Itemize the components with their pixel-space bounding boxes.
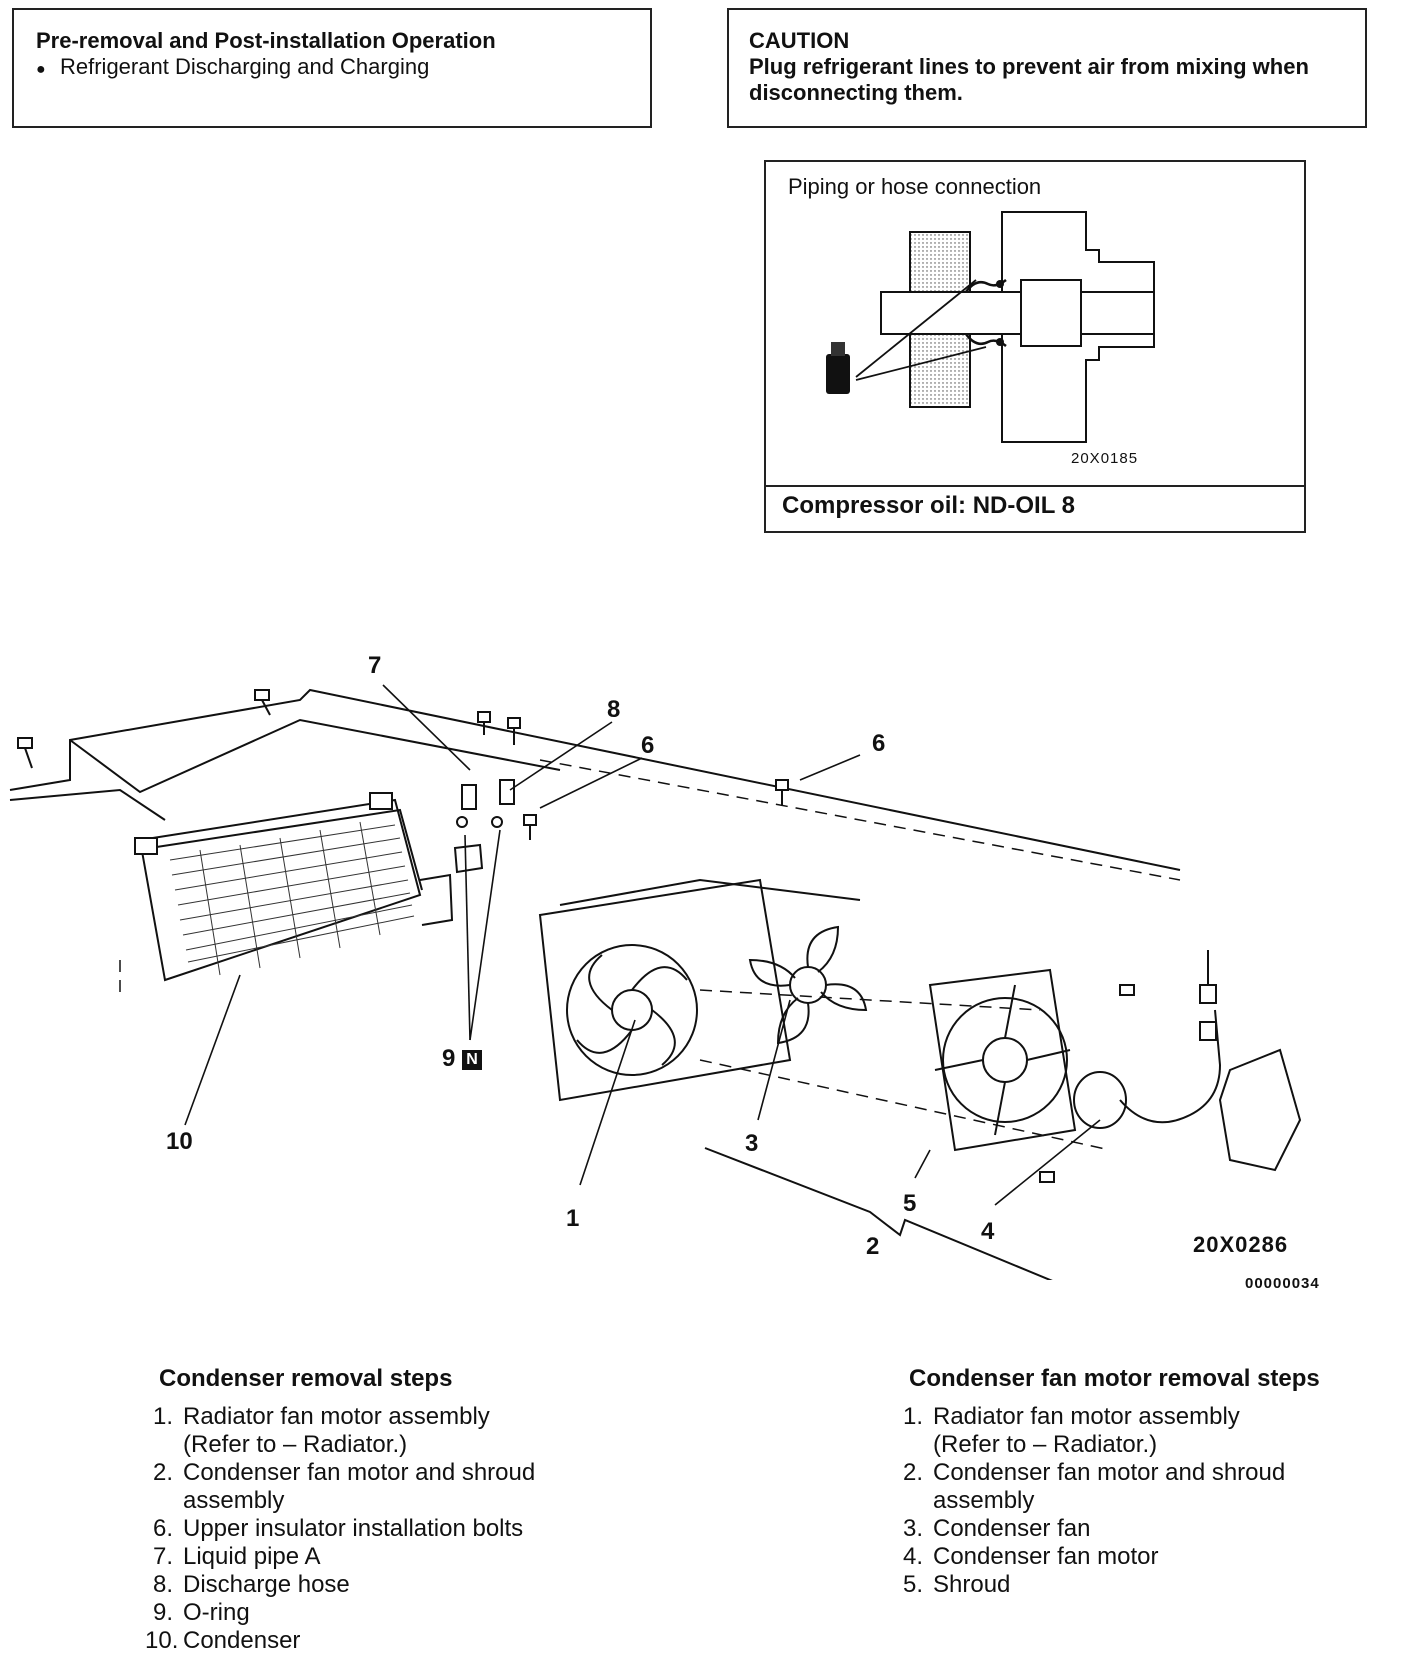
step-subtext: assembly bbox=[183, 1487, 285, 1514]
callout-1: 1 bbox=[566, 1205, 580, 1232]
step-text: Condenser fan motor bbox=[933, 1543, 1159, 1570]
condenser-steps-title: Condenser removal steps bbox=[159, 1365, 453, 1392]
list-item: 1. Radiator fan motor assembly(Refer to –… bbox=[145, 1403, 665, 1459]
callout-3: 3 bbox=[745, 1130, 759, 1157]
callout-9-number: 9 bbox=[442, 1045, 456, 1072]
step-number: 1. bbox=[902, 1403, 923, 1430]
condenser-removal-steps: Condenser removal steps 1. Radiator fan m… bbox=[145, 1365, 665, 1655]
step-number: 7. bbox=[152, 1543, 173, 1570]
piping-divider bbox=[766, 485, 1304, 487]
callout-8: 8 bbox=[607, 696, 621, 723]
step-text: Radiator fan motor assembly bbox=[183, 1403, 490, 1430]
fan-motor-steps-title: Condenser fan motor removal steps bbox=[909, 1365, 1320, 1392]
callout-5: 5 bbox=[903, 1190, 917, 1217]
list-item: 7. Liquid pipe A bbox=[145, 1543, 665, 1571]
step-text: Upper insulator installation bolts bbox=[183, 1515, 524, 1542]
list-item: 6. Upper insulator installation bolts bbox=[145, 1515, 665, 1543]
piping-connection-illustration bbox=[826, 211, 1155, 443]
callout-10: 10 bbox=[166, 1128, 193, 1155]
step-number: 2. bbox=[902, 1459, 923, 1486]
step-text: Condenser fan motor and shroud bbox=[933, 1459, 1286, 1486]
fan-motor-steps-list: 1. Radiator fan motor assembly(Refer to –… bbox=[895, 1403, 1395, 1599]
list-item: 3. Condenser fan bbox=[895, 1515, 1395, 1543]
compressor-oil-label: Compressor oil: ND-OIL 8 bbox=[782, 492, 1075, 519]
step-number: 1. bbox=[152, 1403, 173, 1430]
exploded-diagram bbox=[9, 684, 1302, 1280]
step-number: 6. bbox=[152, 1515, 173, 1542]
piping-figure-code: 20X0185 bbox=[1071, 450, 1139, 467]
step-subtext: (Refer to – Radiator.) bbox=[933, 1431, 1158, 1458]
list-item: 10.Condenser bbox=[145, 1627, 665, 1655]
callout-6-right: 6 bbox=[872, 730, 886, 757]
new-part-mark: N bbox=[462, 1050, 483, 1070]
step-text: Condenser fan bbox=[933, 1515, 1091, 1542]
step-text: Discharge hose bbox=[183, 1571, 350, 1598]
step-subtext: assembly bbox=[933, 1487, 1035, 1514]
step-number: 4. bbox=[902, 1543, 923, 1570]
callout-4: 4 bbox=[981, 1218, 995, 1245]
step-number: 9. bbox=[152, 1599, 173, 1626]
step-text: O-ring bbox=[183, 1599, 250, 1626]
list-item: 1. Radiator fan motor assembly(Refer to –… bbox=[895, 1403, 1395, 1459]
step-text: Condenser fan motor and shroud bbox=[183, 1459, 536, 1486]
step-text: Liquid pipe A bbox=[183, 1543, 321, 1570]
caution-box: CAUTION Plug refrigerant lines to preven… bbox=[727, 8, 1367, 128]
step-number: 3. bbox=[902, 1515, 923, 1542]
pre-removal-item-text: Refrigerant Discharging and Charging bbox=[60, 54, 430, 79]
step-text: Shroud bbox=[933, 1571, 1011, 1598]
step-number: 2. bbox=[152, 1459, 173, 1486]
list-item: 8. Discharge hose bbox=[145, 1571, 665, 1599]
step-number: 5. bbox=[902, 1571, 923, 1598]
step-subtext: (Refer to – Radiator.) bbox=[183, 1431, 408, 1458]
step-text: Condenser bbox=[183, 1627, 301, 1654]
fan-motor-removal-steps: Condenser fan motor removal steps 1. Radi… bbox=[895, 1365, 1395, 1599]
callout-2: 2 bbox=[866, 1233, 880, 1260]
piping-caption: Piping or hose connection bbox=[788, 174, 1042, 199]
step-text: Radiator fan motor assembly bbox=[933, 1403, 1240, 1430]
list-item: 9. O-ring bbox=[145, 1599, 665, 1627]
piping-connection-box: Piping or hose connection 20X0185 Compre… bbox=[764, 160, 1306, 533]
pre-removal-title: Pre-removal and Post-installation Operat… bbox=[36, 28, 496, 53]
step-number: 8. bbox=[152, 1571, 173, 1598]
bullet-icon: ● bbox=[36, 61, 46, 78]
callout-7: 7 bbox=[368, 652, 382, 679]
list-item: 5. Shroud bbox=[895, 1571, 1395, 1599]
diagram-serial: 00000034 bbox=[1245, 1275, 1320, 1292]
diagram-figure-code: 20X0286 bbox=[1193, 1232, 1289, 1257]
list-item: 4. Condenser fan motor bbox=[895, 1543, 1395, 1571]
step-number: 10. bbox=[145, 1627, 179, 1654]
caution-text: Plug refrigerant lines to prevent air fr… bbox=[749, 54, 1309, 105]
caution-heading: CAUTION bbox=[749, 28, 850, 53]
callout-6-left: 6 bbox=[641, 732, 655, 759]
condenser-steps-list: 1. Radiator fan motor assembly(Refer to –… bbox=[145, 1403, 665, 1655]
pre-removal-box: Pre-removal and Post-installation Operat… bbox=[12, 8, 652, 128]
pre-removal-item: ● Refrigerant Discharging and Charging bbox=[36, 54, 628, 83]
callout-9: 9 N bbox=[442, 1045, 483, 1073]
